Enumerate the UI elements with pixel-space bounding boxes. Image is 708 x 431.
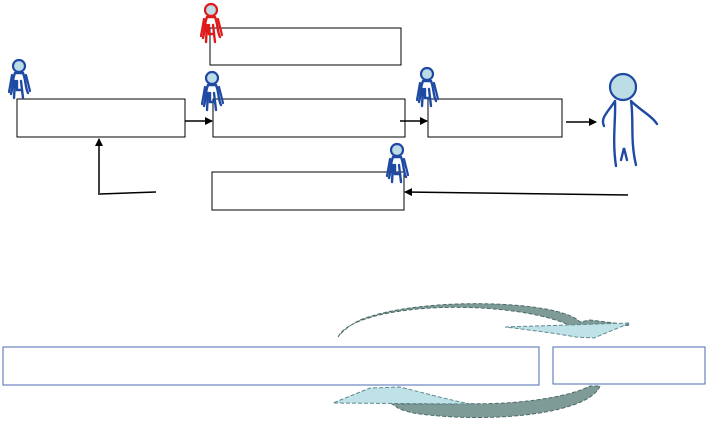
arrow-customer-to-lower	[404, 188, 629, 197]
person-icon	[7, 58, 32, 100]
box-lower-middle	[211, 171, 405, 211]
box-middle	[212, 98, 406, 138]
box-bottom-right	[552, 346, 706, 385]
box-left	[16, 98, 186, 138]
cycle-arrow-icon	[332, 385, 601, 418]
arrow-feedback-horizontal	[99, 191, 157, 195]
box-bottom-wide	[2, 346, 540, 386]
box-top-center	[209, 27, 402, 66]
customer-icon	[601, 72, 659, 168]
cycle-arrow-icon	[337, 303, 631, 339]
box-right	[427, 98, 563, 138]
